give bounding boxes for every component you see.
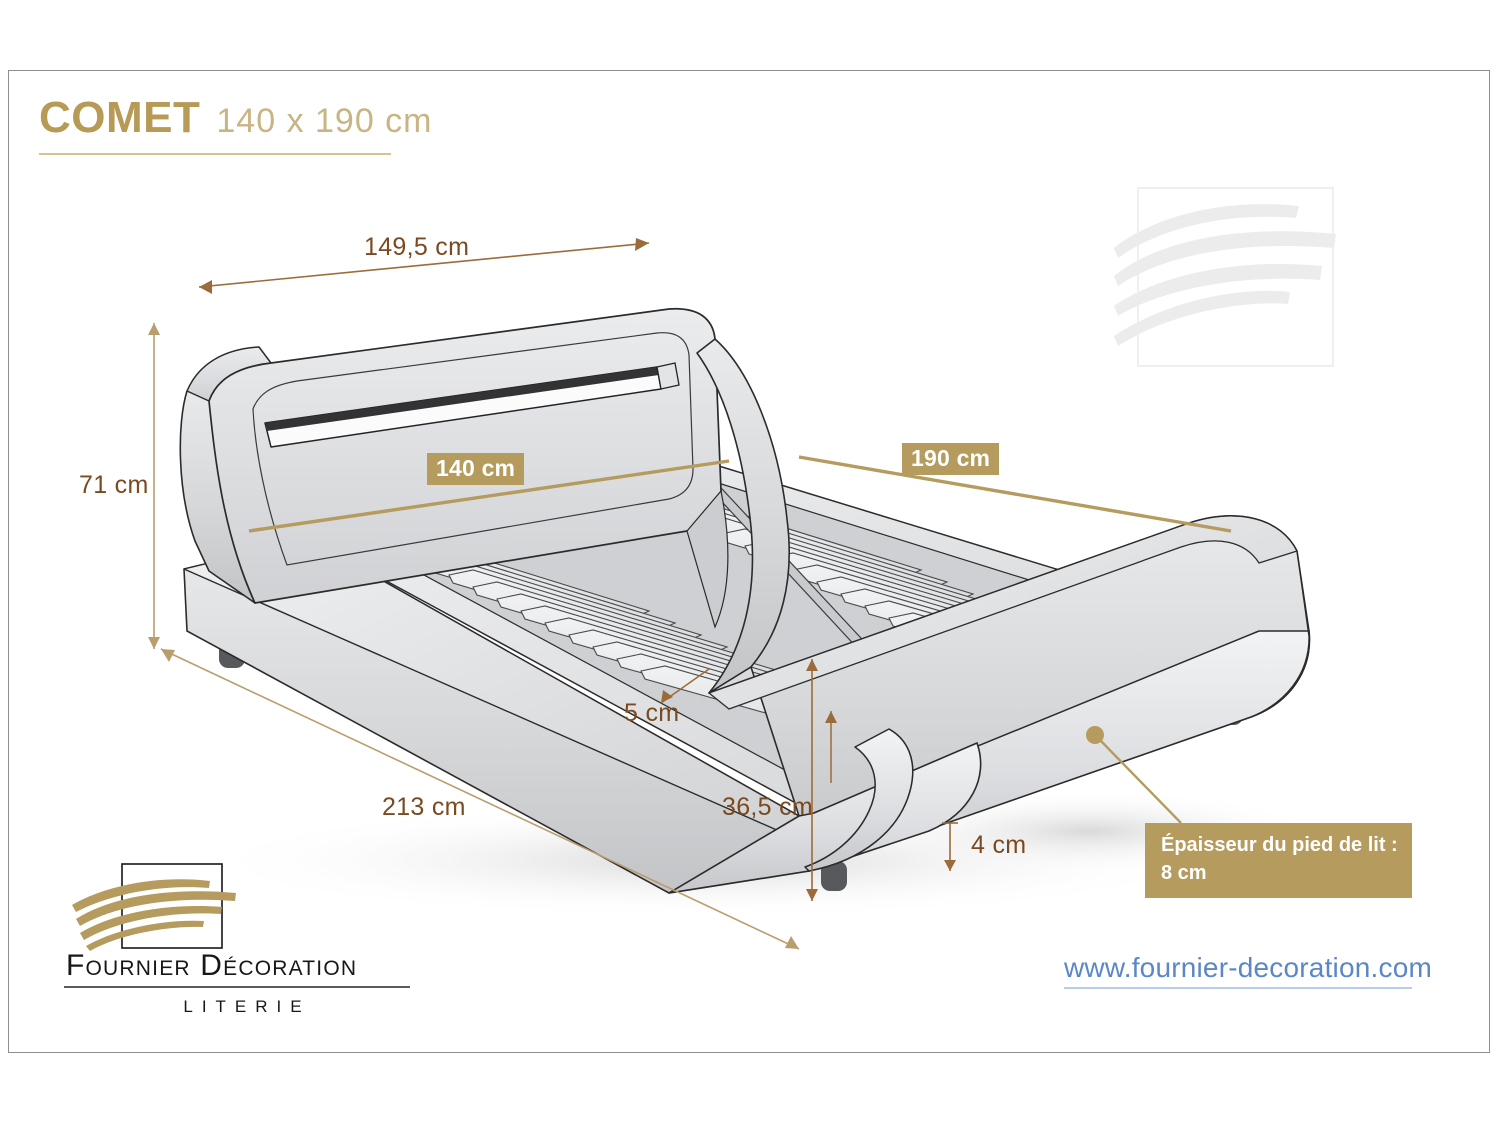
diagram-page: COMET 140 x 190 cm 149,5 cm 71 cm 213 cm… <box>8 70 1490 1053</box>
logo-subtitle: LITERIE <box>183 997 311 1016</box>
dimension-label-side-height: 36,5 cm <box>722 793 814 821</box>
company-logo: Fournier Décoration LITERIE <box>64 861 424 1017</box>
dimension-label-slat-thickness: 5 cm <box>624 699 680 727</box>
callout-line-2: 8 cm <box>1161 861 1207 884</box>
product-size: 140 x 190 cm <box>216 102 433 140</box>
watermark-logo <box>1114 176 1384 371</box>
product-name: COMET <box>39 93 201 142</box>
dimension-label-overall-width: 149,5 cm <box>364 233 470 261</box>
dimension-badge-mattress-length: 190 cm <box>902 443 1000 476</box>
footboard-thickness-callout: Épaisseur du pied de lit : 8 cm <box>1145 823 1412 899</box>
page-title: COMET 140 x 190 cm <box>39 96 433 140</box>
website-underline <box>1064 987 1412 989</box>
bed-illustration <box>9 71 1489 1052</box>
dimension-badge-mattress-width: 140 cm <box>427 453 525 486</box>
website-link[interactable]: www.fournier-decoration.com <box>1064 952 1432 983</box>
logo-mark-icon <box>64 861 424 951</box>
title-underline <box>39 153 391 155</box>
logo-divider <box>64 986 410 988</box>
dimension-label-headboard-height: 71 cm <box>79 471 149 499</box>
callout-line-1: Épaisseur du pied de lit : <box>1161 834 1398 856</box>
logo-company-name: Fournier Décoration <box>66 949 358 982</box>
dimension-label-ground-clearance: 4 cm <box>971 831 1027 859</box>
dimension-label-overall-length: 213 cm <box>382 793 466 821</box>
